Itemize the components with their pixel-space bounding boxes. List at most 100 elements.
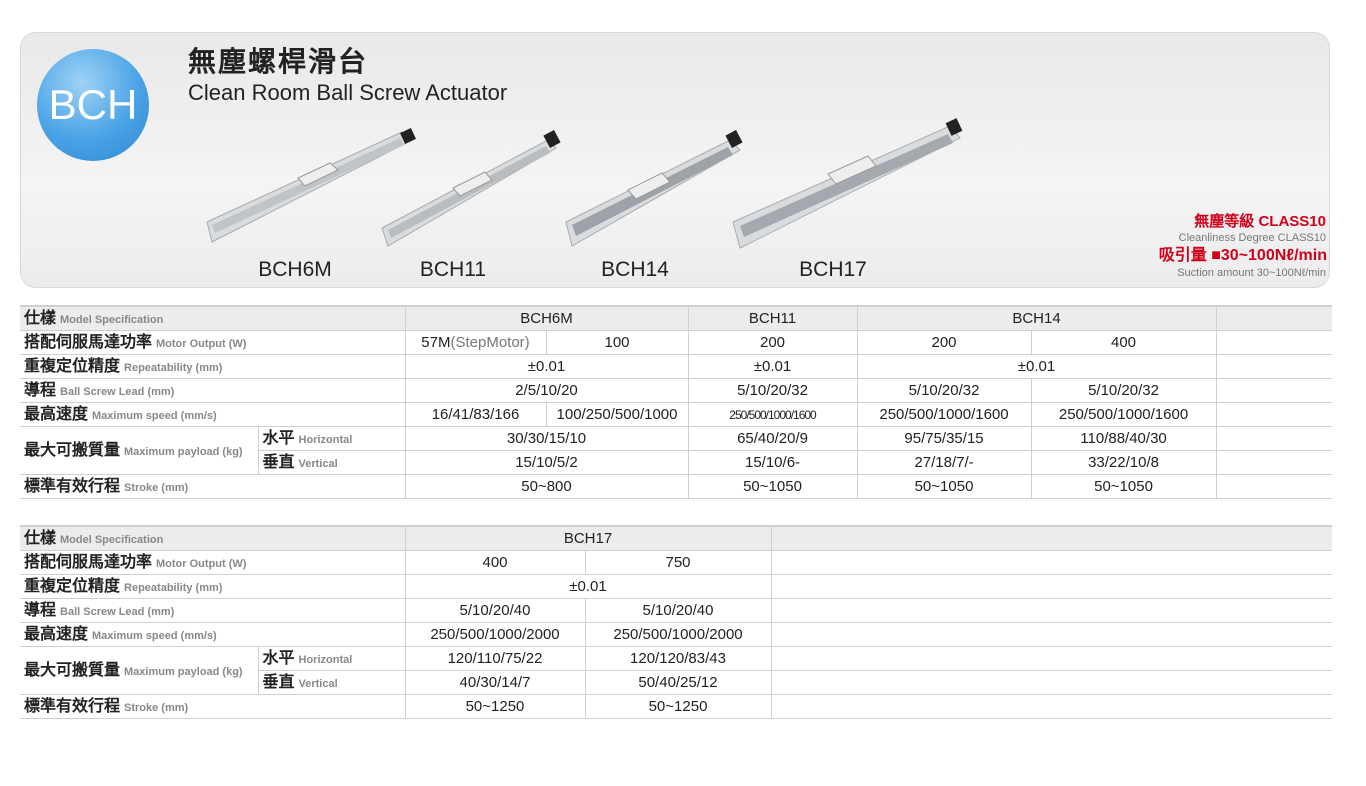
table-cell: 57M(StepMotor) xyxy=(404,330,546,355)
label-english: Horizontal xyxy=(298,653,353,666)
label-english: Model Specification xyxy=(60,533,164,546)
label-english: Ball Screw Lead (mm) xyxy=(60,605,175,618)
label-english: Maximum payload (kg) xyxy=(124,665,243,678)
table-cell: 5/10/20/32 xyxy=(687,378,858,403)
table-cell xyxy=(770,550,1333,575)
label-chinese: 重複定位精度 xyxy=(24,575,121,595)
label-chinese: 導程 xyxy=(24,379,57,399)
table-cell: 5/10/20/40 xyxy=(584,598,772,623)
label-english: Vertical xyxy=(298,457,338,470)
label-english: Repeatability (mm) xyxy=(124,361,223,374)
cell-text: 57M xyxy=(421,333,451,351)
table-cell: 120/110/75/22 xyxy=(404,646,585,671)
table-cell: 5/10/20/40 xyxy=(404,598,585,623)
label-chinese: 搭配伺服馬達功率 xyxy=(24,551,153,571)
label-chinese: 最大可搬質量 xyxy=(24,439,121,459)
label-chinese: 仕樣 xyxy=(24,527,57,547)
table-cell: 750 xyxy=(584,550,772,575)
product-image-bch14 xyxy=(565,130,743,247)
product-image-bch11 xyxy=(381,130,561,247)
product-images xyxy=(206,118,963,249)
table-cell: 50~1050 xyxy=(687,474,858,499)
label-chinese: 水平 xyxy=(262,427,295,447)
label-english: Maximum speed (mm/s) xyxy=(92,409,217,422)
table-cell: 65/40/20/9 xyxy=(687,426,858,451)
table-cell: 27/18/7/- xyxy=(856,450,1032,475)
table-cell: 250/500/1000/2000 xyxy=(404,622,585,647)
table-cell: 50/40/25/12 xyxy=(584,670,772,695)
label-english: Motor Output (W) xyxy=(156,557,247,570)
table-cell: 200 xyxy=(687,330,858,355)
table-cell: 100/250/500/1000 xyxy=(545,402,689,427)
label-chinese: 最大可搬質量 xyxy=(24,659,121,679)
table-cell: ±0.01 xyxy=(404,574,772,599)
product-label: BCH6M xyxy=(258,258,332,281)
table-cell: 110/88/40/30 xyxy=(1030,426,1217,451)
label-english: Horizontal xyxy=(298,433,353,446)
table-cell: ±0.01 xyxy=(856,354,1217,379)
product-image-bch17 xyxy=(732,118,963,249)
table-cell xyxy=(1215,305,1333,331)
label-chinese: 標準有效行程 xyxy=(24,475,121,495)
table-cell xyxy=(770,525,1333,551)
table-cell: 2/5/10/20 xyxy=(404,378,689,403)
label-english: Maximum speed (mm/s) xyxy=(92,629,217,642)
table-cell xyxy=(1215,474,1333,499)
table-cell: 15/10/5/2 xyxy=(404,450,689,475)
table-cell xyxy=(770,694,1333,719)
label-english: Stroke (mm) xyxy=(124,481,189,494)
product-image-bch6m xyxy=(206,128,416,243)
cell-text: (StepMotor) xyxy=(450,333,530,351)
table-cell: 30/30/15/10 xyxy=(404,426,689,451)
table-cell: 95/75/35/15 xyxy=(856,426,1032,451)
label-chinese: 最高速度 xyxy=(24,403,89,423)
table-cell: 400 xyxy=(1030,330,1217,355)
table-cell xyxy=(1215,450,1333,475)
model-header: BCH11 xyxy=(687,305,858,331)
table-cell xyxy=(1215,426,1333,451)
table-cell: 15/10/6- xyxy=(687,450,858,475)
product-label: BCH14 xyxy=(601,258,669,281)
table-cell: 16/41/83/166 xyxy=(404,402,546,427)
table-cell: 50~1250 xyxy=(404,694,585,719)
title-chinese: 無塵螺桿滑台 xyxy=(188,45,369,78)
table-cell xyxy=(1215,378,1333,403)
label-chinese: 最高速度 xyxy=(24,623,89,643)
title-english: Clean Room Ball Screw Actuator xyxy=(188,80,508,105)
table-cell xyxy=(770,646,1333,671)
table-cell: 250/500/1000/2000 xyxy=(584,622,772,647)
table-cell: ±0.01 xyxy=(687,354,858,379)
model-header: BCH14 xyxy=(856,305,1217,331)
label-chinese: 水平 xyxy=(262,647,295,667)
table-cell xyxy=(1215,354,1333,379)
table-cell xyxy=(770,670,1333,695)
